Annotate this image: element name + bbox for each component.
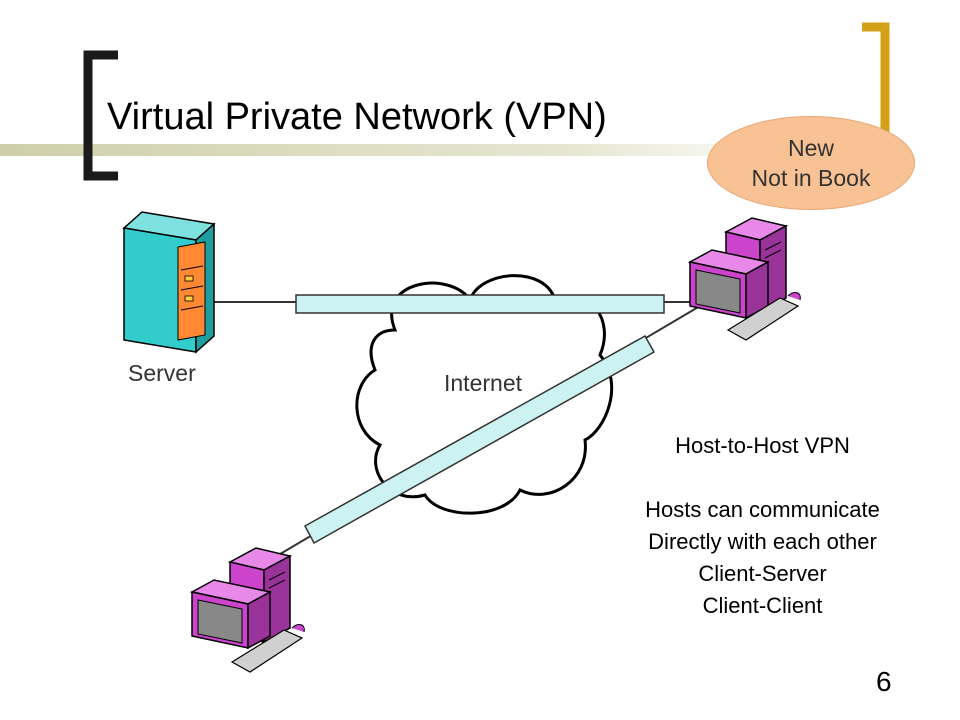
server-icon [122,211,216,354]
left-bracket-decoration [83,50,118,181]
new-not-in-book-badge: New Not in Book [707,116,915,210]
description-heading: Host-to-Host VPN [675,433,850,458]
internet-cloud-icon [355,274,614,515]
client-tunnel [303,334,656,545]
slide-page-number: 6 [876,666,892,697]
badge-line-1: New [787,135,834,161]
workstation-top-right-icon [687,217,801,341]
server-tunnel [295,294,665,314]
badge-line-2: Not in Book [751,165,871,191]
server-label: Server [128,360,196,386]
vpn-description: Host-to-Host VPN Hosts can communicate D… [600,430,925,622]
workstation-bottom-left-icon [189,547,305,673]
description-line: Directly with each other [648,529,877,554]
slide-title: Virtual Private Network (VPN) [107,96,607,138]
right-bracket-decoration [862,22,890,137]
internet-label: Internet [444,370,522,396]
description-line: Hosts can communicate [645,497,880,522]
description-line: Client-Server [698,561,827,586]
description-line: Client-Client [702,593,823,618]
